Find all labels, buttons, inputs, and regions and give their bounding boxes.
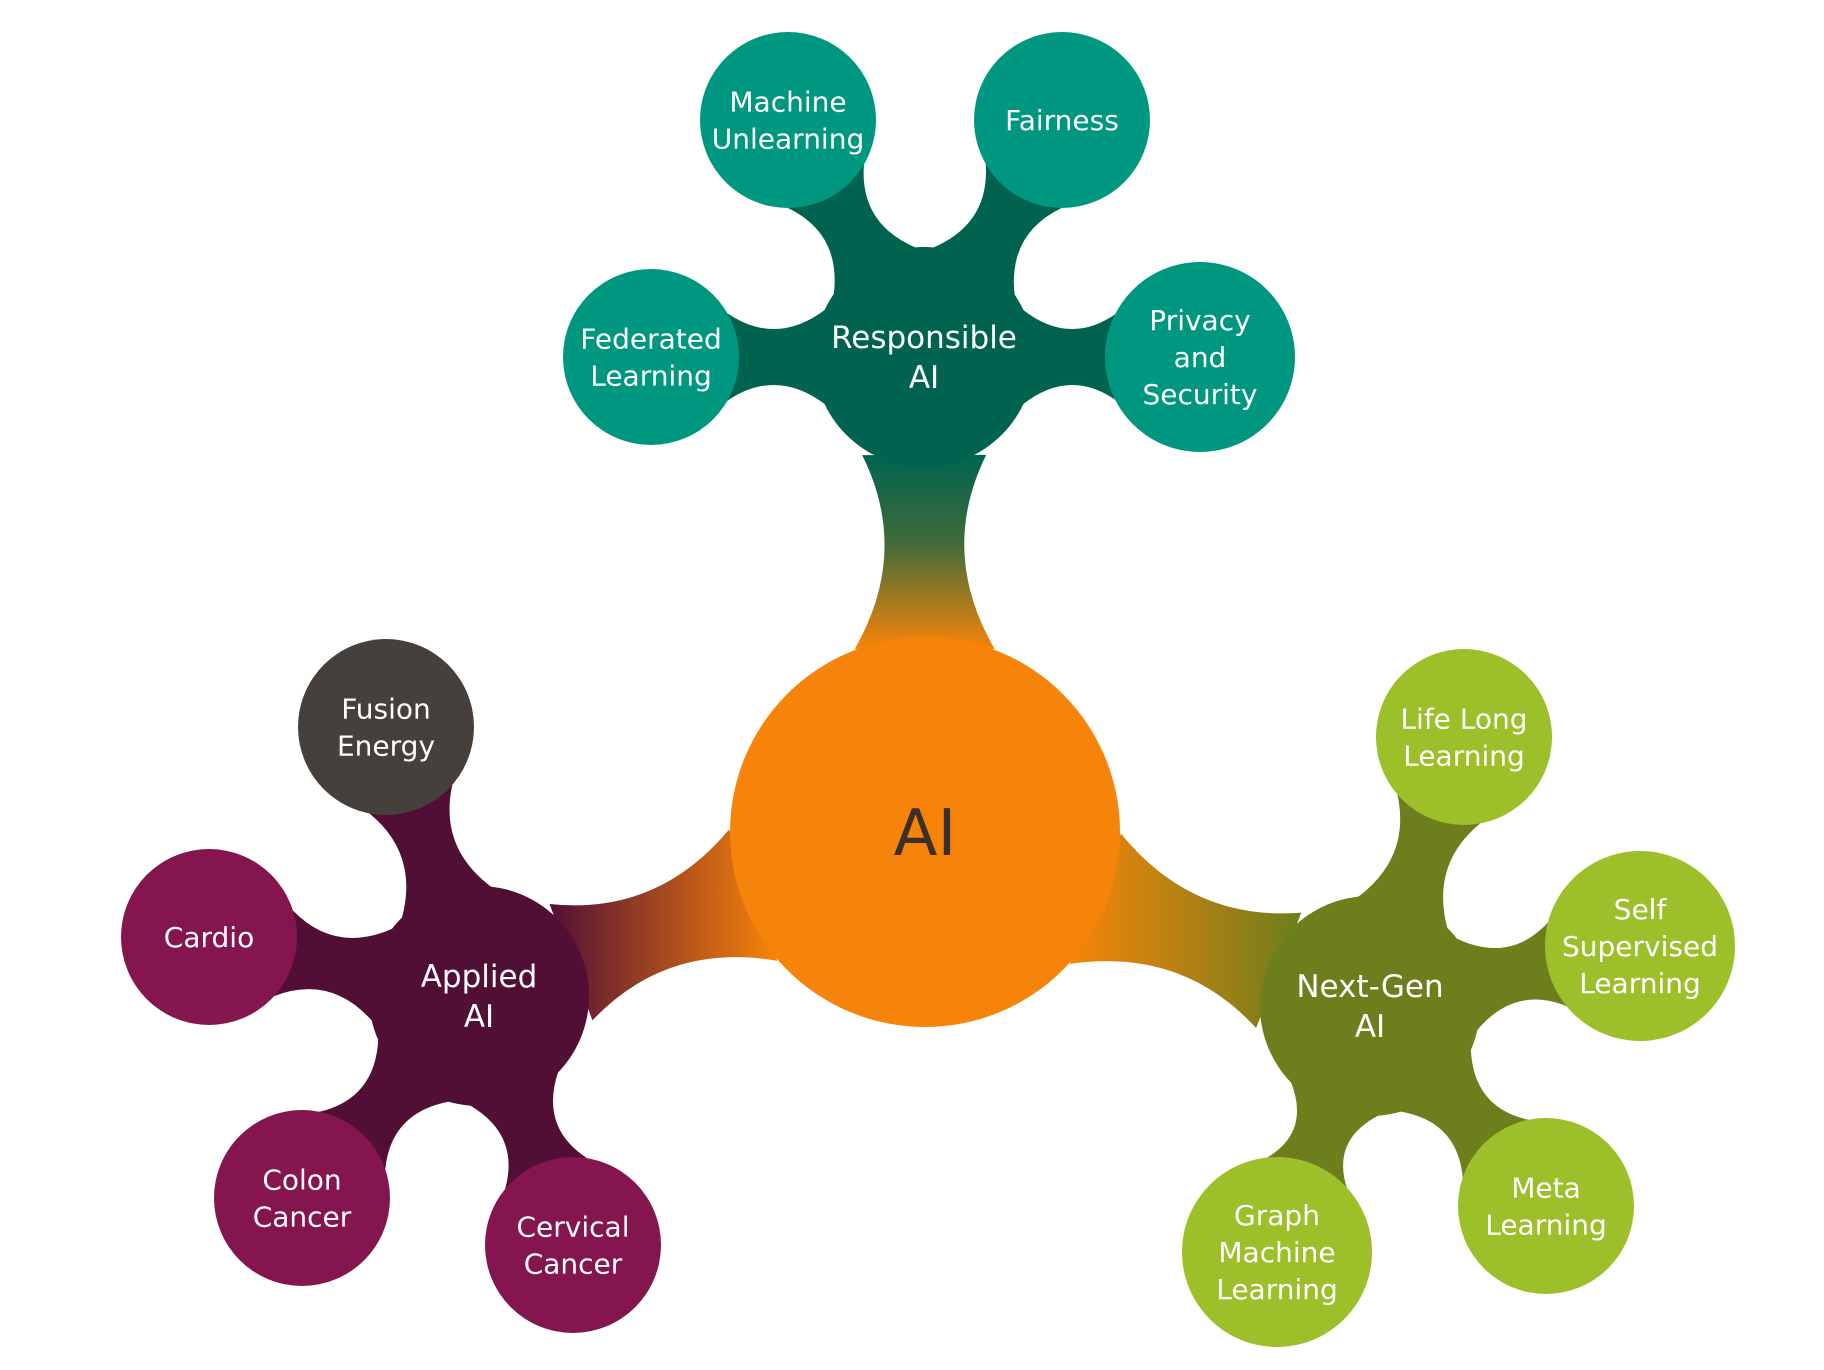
node-label-life-long-learning-line: Learning — [1403, 740, 1525, 773]
node-circle — [563, 269, 739, 445]
node-label-meta-learning-line: Learning — [1485, 1209, 1607, 1242]
connector-responsible-to-federated-learning — [727, 309, 826, 405]
node-label-graph-machine-learning-line: Learning — [1216, 1273, 1338, 1306]
connector-applied-to-cardio — [273, 910, 394, 1022]
node-label-nextgen-line: Next-Gen — [1296, 969, 1443, 1005]
node-label-colon-cancer-line: Cancer — [253, 1201, 352, 1234]
node-label-cardio-line: Cardio — [164, 921, 254, 954]
connector-nextgen-to-self-supervised-learning — [1455, 921, 1569, 1032]
node-label-graph-machine-learning-line: Machine — [1218, 1236, 1335, 1269]
node-label-fairness: Fairness — [1005, 104, 1119, 137]
node-circle — [1545, 851, 1735, 1041]
node-label-cervical-cancer-line: Cervical — [517, 1211, 630, 1244]
node-circle — [974, 32, 1150, 208]
node-label-cardio: Cardio — [164, 921, 254, 954]
node-label-fusion-energy-line: Fusion — [341, 693, 431, 726]
node-circle — [700, 32, 876, 208]
node-circle — [1182, 1157, 1372, 1347]
node-label-fusion-energy-line: Energy — [337, 730, 435, 763]
node-label-privacy-and-security-line: Security — [1143, 378, 1258, 411]
node-circle — [298, 639, 474, 815]
node-label-meta-learning-line: Meta — [1511, 1172, 1581, 1205]
node-label-federated-learning-line: Learning — [590, 360, 712, 393]
node-label-center: AI — [894, 797, 957, 871]
node-label-colon-cancer-line: Colon — [262, 1164, 341, 1197]
connector-applied-to-fusion-energy — [369, 784, 493, 920]
node-label-machine-unlearning-line: Machine — [729, 86, 846, 119]
node-circle — [1458, 1118, 1634, 1294]
node-circle — [369, 886, 589, 1106]
node-label-fairness-line: Fairness — [1005, 104, 1119, 137]
node-label-privacy-and-security-line: and — [1174, 341, 1227, 374]
node-fairness[interactable]: Fairness — [974, 32, 1150, 208]
node-label-federated-learning-line: Federated — [580, 323, 721, 356]
node-label-life-long-learning-line: Life Long — [1400, 703, 1527, 736]
node-label-cervical-cancer-line: Cancer — [524, 1248, 623, 1281]
node-label-graph-machine-learning-line: Graph — [1234, 1199, 1320, 1232]
node-label-self-supervised-learning-line: Learning — [1579, 967, 1701, 1000]
connector-responsible-to-privacy-and-security — [1022, 309, 1117, 405]
node-label-center-line: AI — [894, 797, 957, 871]
node-label-responsible-line: AI — [909, 360, 939, 396]
node-label-applied-line: Applied — [421, 959, 538, 995]
node-circle — [1260, 896, 1480, 1116]
node-center-ai[interactable]: AI — [730, 637, 1120, 1027]
node-circle — [485, 1157, 661, 1333]
node-label-machine-unlearning-line: Unlearning — [712, 123, 864, 156]
node-label-nextgen-line: AI — [1355, 1009, 1385, 1045]
connector-center-to-nextgen — [1069, 833, 1302, 1029]
connector-center-to-applied — [549, 829, 778, 1021]
node-circle — [730, 637, 1120, 1027]
node-label-responsible-line: Responsible — [831, 320, 1017, 356]
node-circle — [121, 849, 297, 1025]
node-label-privacy-and-security-line: Privacy — [1149, 304, 1250, 337]
connector-center-to-responsible — [854, 454, 995, 650]
node-cardio[interactable]: Cardio — [121, 849, 297, 1025]
node-circle — [1105, 262, 1295, 452]
node-circle — [814, 247, 1034, 467]
connector-nextgen-to-life-long-learning — [1357, 794, 1481, 930]
node-label-self-supervised-learning-line: Self — [1614, 893, 1668, 926]
node-circle — [1376, 649, 1552, 825]
node-label-self-supervised-learning-line: Supervised — [1562, 930, 1718, 963]
node-circle — [214, 1110, 390, 1286]
node-label-applied-line: AI — [464, 999, 494, 1035]
